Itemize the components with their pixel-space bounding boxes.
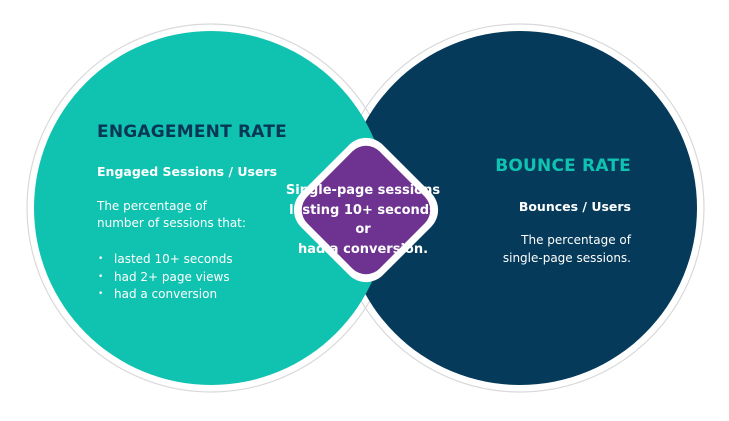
engagement-rate-description: The percentage of number of sessions tha…: [97, 198, 246, 232]
bounce-description-line: The percentage of: [521, 233, 631, 247]
bounce-rate-description: The percentage of single-page sessions.: [503, 232, 631, 267]
overlap-line: lasting 10+ seconds or: [289, 202, 437, 238]
overlap-line: Single-page sessions: [285, 183, 441, 198]
overlap-description: Single-page sessions lasting 10+ seconds…: [283, 181, 443, 259]
bounce-rate-formula: Bounces / Users: [518, 199, 631, 214]
overlap-line: had a conversion.: [297, 241, 429, 257]
bounce-rate-circle: [343, 31, 697, 385]
engagement-description-line: The percentage of: [97, 199, 207, 213]
overlap-diamond: [301, 145, 431, 275]
list-item: had a conversion: [97, 286, 233, 304]
list-item: lasted 10+ seconds: [97, 251, 233, 269]
engagement-rate-title: ENGAGEMENT RATE: [97, 122, 287, 142]
engagement-description-line: number of sessions that:: [97, 216, 246, 230]
engagement-criteria-list: lasted 10+ seconds had 2+ page views had…: [97, 251, 233, 304]
bounce-description-line: single-page sessions.: [502, 250, 631, 265]
bounce-rate-title: BOUNCE RATE: [495, 156, 631, 176]
engagement-rate-formula: Engaged Sessions / Users: [97, 164, 278, 179]
list-item: had 2+ page views: [97, 269, 233, 287]
